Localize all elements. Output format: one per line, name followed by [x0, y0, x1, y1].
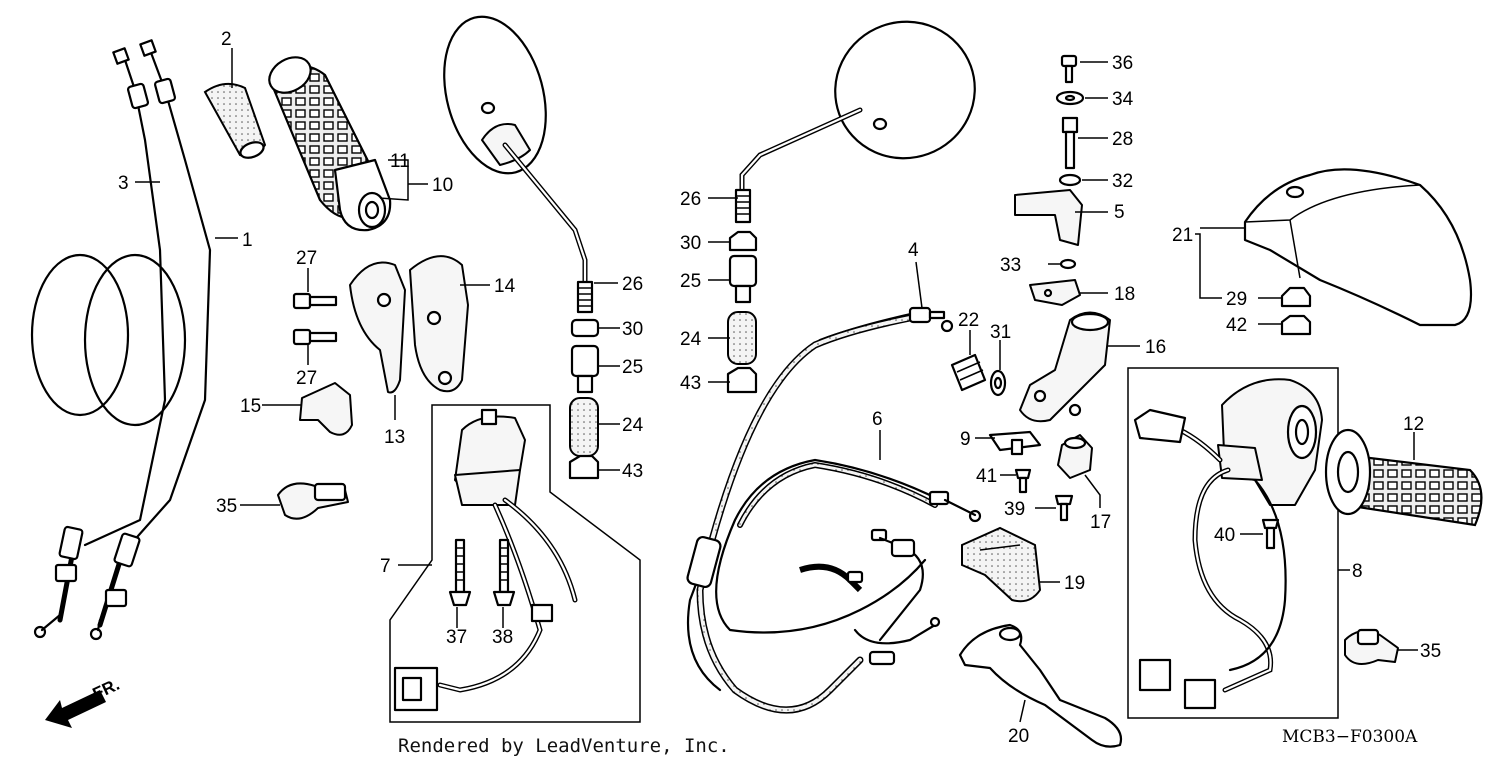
callout-34: 34 — [1112, 89, 1134, 110]
callout-2: 2 — [221, 29, 232, 50]
callout-35a: 35 — [216, 496, 237, 517]
bolts-27 — [292, 292, 338, 346]
callout-25b: 25 — [622, 357, 643, 378]
callout-24b: 24 — [622, 415, 644, 436]
callout-40: 40 — [1214, 525, 1235, 546]
callout-17: 17 — [1090, 512, 1111, 533]
callout-13: 13 — [384, 427, 405, 448]
callout-20: 20 — [1008, 726, 1029, 747]
callout-27b: 27 — [296, 368, 317, 389]
callout-25a: 25 — [680, 271, 701, 292]
front-direction-indicator: FR. — [45, 675, 123, 728]
lever-perch — [1014, 189, 1111, 479]
callout-33: 33 — [1000, 255, 1021, 276]
left-switch-assembly — [393, 408, 578, 712]
callout-38: 38 — [492, 627, 513, 648]
left-switch-group-box — [389, 404, 641, 723]
right-grip — [1324, 428, 1483, 527]
left-mirror — [443, 15, 588, 293]
callout-1: 1 — [242, 230, 253, 251]
grip-rubber — [203, 82, 267, 159]
throttle-cables — [30, 39, 212, 641]
callout-31: 31 — [990, 322, 1011, 343]
small-screws — [1014, 468, 1074, 522]
credit-text: Rendered by LeadVenture, Inc. — [398, 735, 730, 757]
callout-12: 12 — [1403, 414, 1424, 435]
handguard-nuts — [1280, 286, 1312, 336]
callout-26b: 26 — [622, 274, 643, 295]
callout-42: 42 — [1226, 315, 1247, 336]
callout-16: 16 — [1145, 337, 1166, 358]
callout-28: 28 — [1112, 129, 1133, 150]
lever — [958, 623, 1123, 748]
callout-6: 6 — [872, 409, 883, 430]
callout-37: 37 — [446, 627, 467, 648]
callout-22: 22 — [958, 310, 979, 331]
callout-9: 9 — [960, 429, 971, 450]
callout-36: 36 — [1112, 53, 1133, 74]
callout-43b: 43 — [622, 461, 643, 482]
callout-3: 3 — [118, 173, 129, 194]
callout-18: 18 — [1114, 284, 1135, 305]
lever-boot — [961, 526, 1042, 603]
callout-21: 21 — [1172, 225, 1193, 246]
callout-11: 11 — [390, 151, 410, 172]
callout-41: 41 — [976, 466, 997, 487]
throttle-grip — [268, 56, 392, 232]
callout-26a: 26 — [680, 189, 701, 210]
callout-8: 8 — [1352, 561, 1363, 582]
callout-27a: 27 — [296, 248, 317, 269]
callout-15: 15 — [240, 396, 261, 417]
callout-29: 29 — [1226, 289, 1247, 310]
right-switch-group-box — [1127, 367, 1339, 719]
lever-adjuster — [950, 353, 1007, 397]
callout-10: 10 — [432, 175, 453, 196]
callout-32: 32 — [1112, 171, 1133, 192]
handguard — [1243, 168, 1473, 327]
right-mirror — [734, 20, 976, 224]
callout-4: 4 — [908, 240, 919, 261]
right-switch-assembly — [1133, 378, 1323, 710]
brake-switch — [988, 430, 1042, 456]
clutch-cables — [686, 306, 982, 714]
callout-19: 19 — [1064, 573, 1085, 594]
leader-lines — [135, 48, 1418, 723]
callout-43a: 43 — [680, 373, 701, 394]
callout-39: 39 — [1004, 499, 1025, 520]
pivot-hardware — [1055, 54, 1085, 187]
callout-30b: 30 — [622, 319, 643, 340]
cable-clamps-35 — [1344, 628, 1399, 665]
callout-labels: 1 2 3 4 5 6 7 8 9 10 11 12 13 14 15 16 1… — [118, 29, 1441, 747]
callout-24a: 24 — [680, 329, 702, 350]
callout-35b: 35 — [1420, 641, 1441, 662]
callout-7: 7 — [380, 556, 391, 577]
drawing-code: MCB3−F0300A — [1282, 727, 1418, 747]
throttle-housing — [277, 255, 469, 520]
callout-5: 5 — [1114, 202, 1125, 223]
callout-14: 14 — [494, 276, 516, 297]
mirror-hardware-right — [726, 230, 758, 394]
mirror-hardware-left — [568, 280, 600, 480]
callout-30a: 30 — [680, 233, 701, 254]
